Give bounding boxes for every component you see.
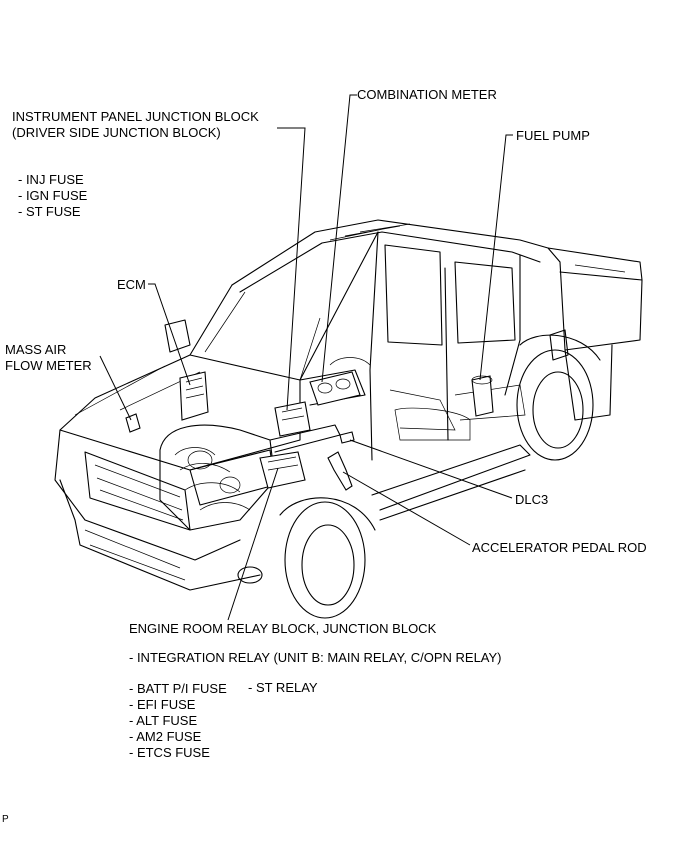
combination-meter-label: COMBINATION METER bbox=[357, 87, 497, 102]
batt-pi-fuse-label: - BATT P/I FUSE bbox=[129, 681, 227, 696]
efi-fuse-label: - EFI FUSE bbox=[129, 697, 196, 712]
ecm-label: ECM bbox=[117, 277, 146, 292]
st-fuse-label: - ST FUSE bbox=[18, 204, 81, 219]
accelerator-pedal-rod bbox=[327, 451, 353, 491]
dlc3-label: DLC3 bbox=[515, 492, 549, 507]
fuel-pump bbox=[471, 375, 494, 417]
fuel-pump-label: FUEL PUMP bbox=[516, 128, 590, 143]
corner-mark: P bbox=[2, 814, 9, 825]
inj-fuse-label: - INJ FUSE bbox=[18, 172, 84, 187]
mass-air-flow-meter bbox=[125, 413, 141, 433]
dlc3-connector bbox=[339, 431, 355, 444]
integration-relay-label: - INTEGRATION RELAY (UNIT B: MAIN RELAY,… bbox=[129, 650, 502, 665]
ign-fuse-label: - IGN FUSE bbox=[18, 188, 88, 203]
am2-fuse-label: - AM2 FUSE bbox=[129, 729, 202, 744]
flow-meter-label: FLOW METER bbox=[5, 358, 92, 373]
component-parts bbox=[125, 371, 494, 491]
engine-room-relay-block-label: ENGINE ROOM RELAY BLOCK, JUNCTION BLOCK bbox=[129, 621, 437, 636]
pickup-truck-illustration bbox=[54, 219, 643, 619]
etcs-fuse-label: - ETCS FUSE bbox=[129, 745, 210, 760]
instrument-panel-junction-block-label: INSTRUMENT PANEL JUNCTION BLOCK bbox=[12, 109, 259, 124]
st-relay-label: - ST RELAY bbox=[248, 680, 318, 695]
leader-lines bbox=[99, 94, 513, 621]
accelerator-pedal-rod-label: ACCELERATOR PEDAL ROD bbox=[472, 540, 647, 555]
engine-room-relay-block bbox=[259, 451, 306, 489]
alt-fuse-label: - ALT FUSE bbox=[129, 713, 198, 728]
driver-side-junction-block-label: (DRIVER SIDE JUNCTION BLOCK) bbox=[12, 125, 221, 140]
mass-air-label: MASS AIR bbox=[5, 342, 67, 357]
instrument-panel-junction-block bbox=[274, 401, 311, 437]
